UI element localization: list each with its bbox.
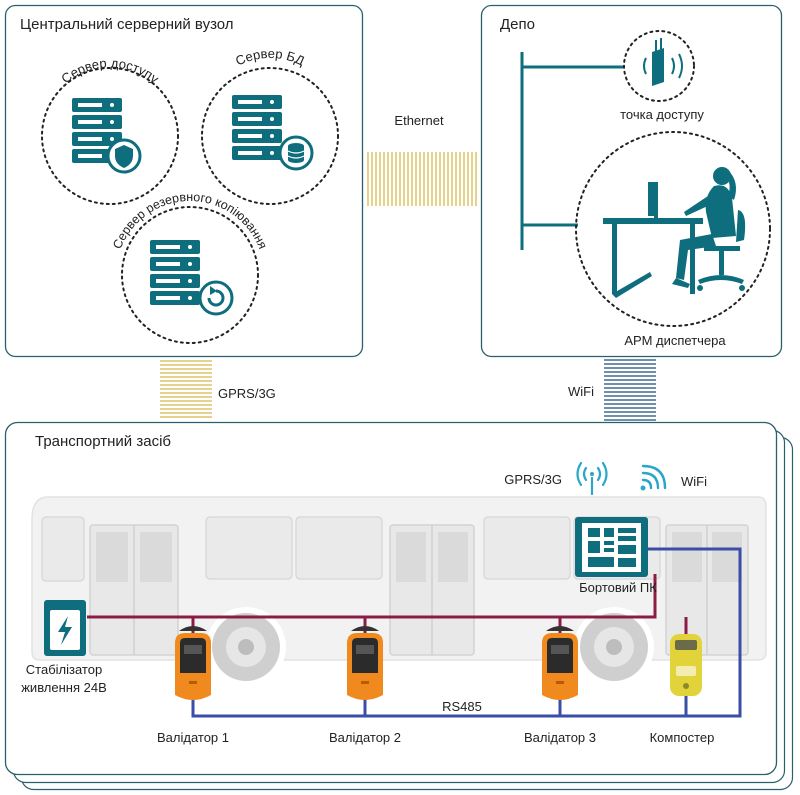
access-point-icon <box>643 38 683 86</box>
gprs-link-label: GPRS/3G <box>218 386 276 401</box>
validator-1-icon <box>175 626 211 700</box>
access-server-icon <box>72 98 142 174</box>
backup-server-icon <box>150 240 234 316</box>
wifi-link <box>604 359 656 421</box>
gprs-antenna-icon <box>576 461 608 496</box>
backup-server-circle <box>121 206 259 344</box>
ethernet-link <box>367 152 477 206</box>
onboard-pc-icon <box>575 517 648 577</box>
vehicle-wifi-label: WiFi <box>681 474 707 489</box>
vehicle-title: Транспортний засіб <box>35 433 171 450</box>
power-line <box>87 574 688 636</box>
access-point-label: точка доступу <box>620 107 704 122</box>
composter-icon <box>670 634 702 696</box>
power-stabilizer-icon <box>44 600 86 656</box>
onboard-pc-label: Бортовий ПК <box>579 580 657 595</box>
vehicle-gprs-label: GPRS/3G <box>504 472 562 487</box>
wifi-link-label: WiFi <box>568 384 594 399</box>
db-server-circle <box>201 67 339 205</box>
access-point-circle <box>623 30 695 102</box>
stabilizer-label-line1: Стабілізатор <box>26 662 102 677</box>
central-node-frame <box>4 4 364 358</box>
dispatcher-label: АРМ диспетчера <box>624 333 726 348</box>
validator-2-label: Валідатор 2 <box>329 730 401 745</box>
access-server-circle <box>41 67 179 205</box>
composter-label: Компостер <box>650 730 715 745</box>
validator-2-icon <box>347 626 383 700</box>
dispatcher-circle <box>575 131 771 327</box>
validator-3-label: Валідатор 3 <box>524 730 596 745</box>
db-server-icon <box>232 95 314 171</box>
validator-3-icon <box>542 626 578 700</box>
depot-frame <box>480 4 783 358</box>
validator-1-label: Валідатор 1 <box>157 730 229 745</box>
dispatcher-workstation-icon <box>603 167 746 298</box>
central-node-title: Центральний серверний вузол <box>20 16 234 33</box>
bus-wheels <box>206 607 654 687</box>
rs485-label: RS485 <box>442 699 482 714</box>
depot-title: Депо <box>500 16 535 33</box>
ethernet-label: Ethernet <box>394 113 444 128</box>
stabilizer-label-line2: живлення 24В <box>21 680 107 695</box>
wifi-signal-icon <box>640 464 667 491</box>
gprs-link <box>160 360 212 418</box>
